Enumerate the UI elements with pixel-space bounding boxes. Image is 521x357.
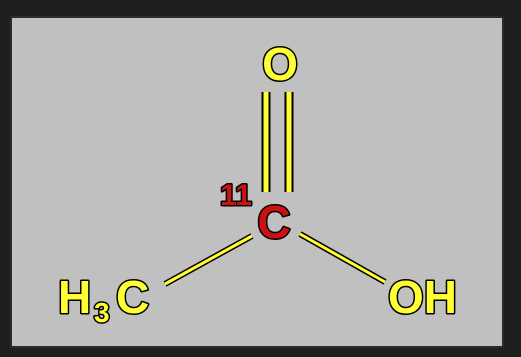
bond-c-hydroxyl — [298, 231, 387, 285]
hydroxyl-label: OH — [388, 271, 457, 323]
methyl-h-label: H — [58, 271, 91, 323]
bond-c-methyl — [163, 233, 254, 287]
methyl-subscript-label: 3 — [94, 297, 110, 328]
diagram-panel — [10, 16, 504, 348]
carbonyl-oxygen-label: O — [262, 38, 298, 90]
central-carbon-label: C — [257, 196, 290, 248]
methyl-c-label: C — [116, 271, 149, 323]
isotope-mass-label: 11 — [220, 179, 252, 212]
double-bond-c-o — [261, 92, 294, 192]
